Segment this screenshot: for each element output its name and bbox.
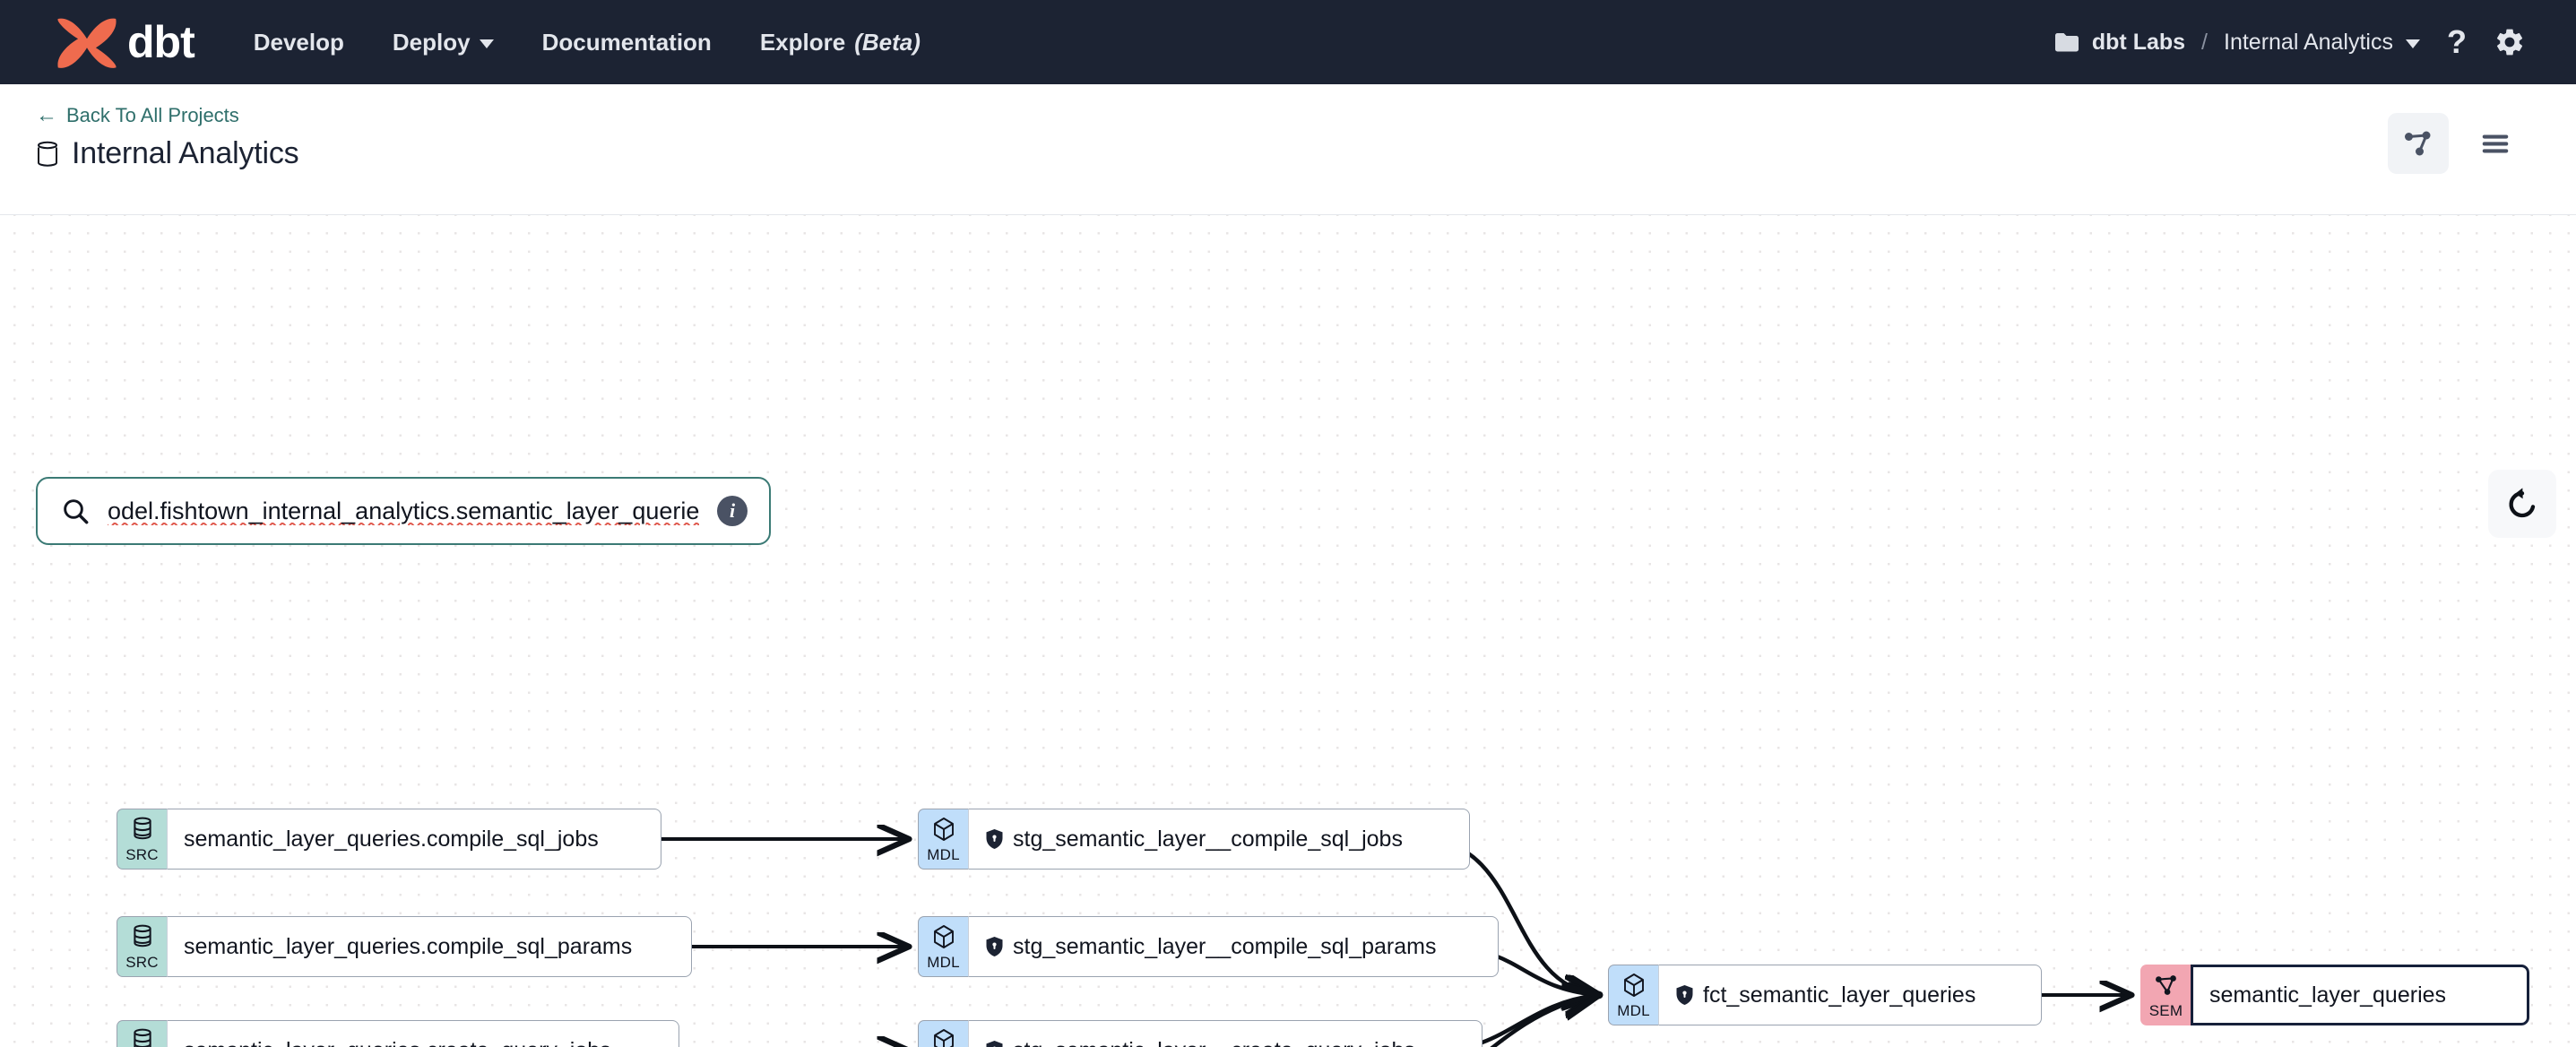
lineage-node-src2[interactable]: SRC semantic_layer_queries.compile_sql_pa… <box>117 916 692 977</box>
node-type-badge-src: SRC <box>117 1020 167 1047</box>
info-icon[interactable]: i <box>717 496 748 526</box>
node-body[interactable]: semantic_layer_queries.compile_sql_jobs <box>167 809 661 870</box>
node-body[interactable]: stg_semantic_layer__compile_sql_params <box>968 916 1499 977</box>
cube-icon <box>931 924 956 954</box>
subheader-actions <box>2388 104 2526 174</box>
network-graph-icon <box>2154 973 2179 1002</box>
project-subheader: ← Back To All Projects Internal Analytic… <box>0 84 2576 215</box>
menu-button[interactable] <box>2465 113 2526 174</box>
question-mark-icon: ? <box>2447 23 2467 60</box>
chevron-down-icon <box>479 39 494 48</box>
node-type-badge-mdl: MDL <box>918 809 968 870</box>
cube-icon <box>931 817 956 846</box>
lineage-node-src3[interactable]: SRC semantic_layer_queries.create_query_j… <box>117 1020 679 1047</box>
node-body[interactable]: stg_semantic_layer__create_query_jobs <box>968 1020 1482 1047</box>
node-body[interactable]: fct_semantic_layer_queries <box>1658 965 2042 1025</box>
node-label: stg_semantic_layer__create_query_jobs <box>1013 1038 1415 1047</box>
subheader-left: ← Back To All Projects Internal Analytic… <box>36 104 299 171</box>
help-button[interactable]: ? <box>2447 26 2467 58</box>
nav-link-explore[interactable]: Explore (Beta) <box>760 29 921 56</box>
dbt-brand[interactable]: dbt <box>50 14 195 70</box>
private-shield-icon <box>986 829 1003 849</box>
topnav-right-cluster: dbt Labs / Internal Analytics ? <box>2054 26 2526 58</box>
lineage-node-sem[interactable]: SEM semantic_layer_queries <box>2140 965 2529 1025</box>
node-body[interactable]: semantic_layer_queries <box>2191 965 2529 1025</box>
private-shield-icon <box>986 1041 1003 1047</box>
node-type-label: SRC <box>125 845 159 863</box>
settings-button[interactable] <box>2494 26 2526 58</box>
node-type-label: MDL <box>1617 1001 1650 1019</box>
lineage-canvas[interactable]: odel.fishtown_internal_analytics.semanti… <box>0 215 2576 1047</box>
back-to-all-projects-link[interactable]: ← Back To All Projects <box>36 104 298 127</box>
node-label: fct_semantic_layer_queries <box>1703 982 1976 1008</box>
nav-link-develop-label: Develop <box>253 28 344 56</box>
node-body[interactable]: semantic_layer_queries.compile_sql_param… <box>167 916 692 977</box>
org-project-breadcrumb: dbt Labs / Internal Analytics <box>2054 30 2420 56</box>
node-body[interactable]: stg_semantic_layer__compile_sql_jobs <box>968 809 1470 870</box>
hamburger-menu-icon <box>2482 134 2509 153</box>
page-title: Internal Analytics <box>72 136 299 170</box>
database-cylinder-icon <box>130 817 155 846</box>
top-navigation-bar: dbt Develop Deploy Documentation Explore… <box>0 0 2576 84</box>
org-name[interactable]: dbt Labs <box>2091 29 2186 55</box>
nav-link-deploy-label: Deploy <box>392 28 471 56</box>
lineage-node-mdl1[interactable]: MDL stg_semantic_layer__compile_sql_jobs <box>918 809 1470 870</box>
database-cylinder-icon <box>130 924 155 954</box>
folder-icon <box>2054 33 2079 52</box>
lineage-node-src1[interactable]: SRC semantic_layer_queries.compile_sql_jo… <box>117 809 661 870</box>
lineage-node-mdl2[interactable]: MDL stg_semantic_layer__compile_sql_param… <box>918 916 1499 977</box>
lineage-view-button[interactable] <box>2388 113 2449 174</box>
cube-icon <box>931 1028 956 1047</box>
dbt-logo-icon <box>57 18 117 68</box>
node-label: semantic_layer_queries.compile_sql_param… <box>184 933 633 959</box>
nav-link-documentation-label: Documentation <box>541 28 712 56</box>
node-type-badge-mdl: MDL <box>1608 965 1658 1025</box>
nav-link-deploy[interactable]: Deploy <box>393 29 494 56</box>
node-type-badge-mdl: MDL <box>918 1020 968 1047</box>
private-shield-icon <box>986 937 1003 956</box>
node-type-label: MDL <box>927 845 960 863</box>
primary-nav-links: Develop Deploy Documentation Explore (Be… <box>254 29 921 56</box>
nav-link-explore-label: Explore <box>759 28 846 56</box>
private-shield-icon <box>1676 985 1693 1005</box>
lineage-graph-icon <box>2405 131 2431 156</box>
node-type-label: SEM <box>2148 1001 2183 1019</box>
node-label: semantic_layer_queries.create_query_jobs <box>184 1038 611 1047</box>
node-label: stg_semantic_layer__compile_sql_params <box>1013 933 1437 959</box>
search-icon <box>64 499 89 524</box>
brand-wordmark: dbt <box>127 17 195 67</box>
cube-icon <box>1621 973 1647 1002</box>
node-type-badge-sem: SEM <box>2140 965 2191 1025</box>
edge-mdl4-fct <box>1490 995 1597 1047</box>
back-link-label: Back To All Projects <box>66 104 239 126</box>
project-selector-label[interactable]: Internal Analytics <box>2224 29 2393 55</box>
node-type-badge-src: SRC <box>117 809 167 870</box>
database-icon <box>38 141 57 167</box>
node-type-label: SRC <box>125 953 159 971</box>
node-body[interactable]: semantic_layer_queries.create_query_jobs <box>167 1020 679 1047</box>
lineage-node-fct[interactable]: MDL fct_semantic_layer_queries <box>1608 965 2042 1025</box>
reset-rotate-icon <box>2509 488 2536 518</box>
node-type-badge-mdl: MDL <box>918 916 968 977</box>
gear-icon <box>2497 29 2523 56</box>
search-input[interactable]: odel.fishtown_internal_analytics.semanti… <box>108 497 699 524</box>
reset-view-button[interactable] <box>2488 470 2556 538</box>
nav-link-documentation[interactable]: Documentation <box>542 29 712 56</box>
node-label: semantic_layer_queries <box>2209 982 2447 1008</box>
chevron-down-icon[interactable] <box>2406 39 2420 48</box>
node-type-badge-src: SRC <box>117 916 167 977</box>
node-type-label: MDL <box>927 953 960 971</box>
nav-link-explore-beta-tag: (Beta) <box>854 28 921 56</box>
node-label: stg_semantic_layer__compile_sql_jobs <box>1013 826 1403 852</box>
lineage-node-mdl3[interactable]: MDL stg_semantic_layer__create_query_jobs <box>918 1020 1482 1047</box>
nav-link-develop[interactable]: Develop <box>254 29 344 56</box>
arrow-left-icon: ← <box>36 103 57 127</box>
node-label: semantic_layer_queries.compile_sql_jobs <box>184 826 599 852</box>
page-title-row: Internal Analytics <box>36 136 299 171</box>
lineage-search-bar[interactable]: odel.fishtown_internal_analytics.semanti… <box>36 477 771 545</box>
database-cylinder-icon <box>130 1028 155 1047</box>
breadcrumb-separator: / <box>2201 29 2208 55</box>
